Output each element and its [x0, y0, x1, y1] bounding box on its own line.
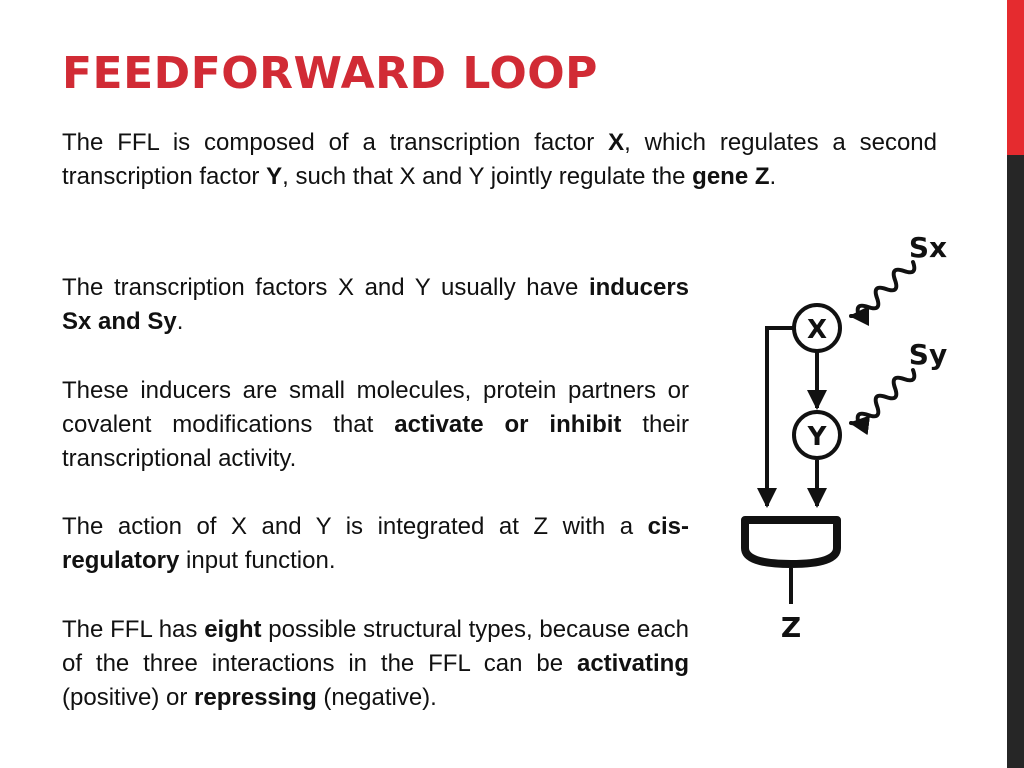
p1-text-1: The transcription factors X and Y usuall…: [62, 274, 589, 301]
node-x-circle: [792, 303, 842, 353]
intro-bold-x: X: [608, 129, 625, 156]
accent-bar-top: [1007, 0, 1024, 155]
slide-title: FEEDFORWARD LOOP: [62, 48, 598, 99]
paragraph-structural-types: The FFL has eight possible structural ty…: [62, 613, 689, 715]
node-x-label: X: [807, 315, 827, 345]
p1-bold-1: inducers Sx and Sy: [62, 274, 689, 335]
intro-text-1: The FFL is composed of a transcription f…: [62, 129, 609, 156]
intro-text-4: .: [769, 163, 777, 190]
p2-text-1: These inducers are small molecules, prot…: [62, 377, 689, 438]
accent-bar-bottom: [1007, 155, 1024, 768]
inducer-sx-wave: [849, 260, 917, 326]
p2-bold-1: activate or inhibit: [394, 411, 622, 438]
p3-bold-1: cis-regulatory: [62, 513, 689, 574]
intro-bold-gene-z: gene Z: [692, 163, 770, 190]
p3-text-1: The action of X and Y is integrated at Z…: [62, 513, 648, 540]
p2-text-2: their transcriptional activity.: [62, 411, 690, 472]
paragraph-integration: The action of X and Y is integrated at Z…: [62, 510, 689, 578]
output-z-label: Z: [781, 611, 801, 644]
p4-text-3: (positive) or: [62, 684, 195, 711]
paragraph-inducer-types: These inducers are small molecules, prot…: [62, 374, 689, 476]
p3-text-2: input function.: [179, 547, 336, 574]
input-function-gate: [741, 516, 841, 568]
inducer-sx-label: Sx: [909, 231, 947, 264]
intro-text-2: , which regulates a second transcription…: [62, 129, 937, 190]
p4-text-4: (negative).: [316, 684, 437, 711]
p4-text-1: The FFL has: [62, 616, 205, 643]
edge-x-to-z-path: [757, 326, 793, 508]
p1-text-2: .: [176, 308, 184, 335]
intro-paragraph: The FFL is composed of a transcription f…: [62, 126, 937, 194]
node-y-label: Y: [807, 422, 828, 452]
paragraph-inducers: The transcription factors X and Y usuall…: [62, 271, 689, 339]
p4-bold-2: activating: [576, 650, 689, 677]
node-y-circle: [792, 410, 842, 460]
p4-bold-1: eight: [204, 616, 262, 643]
ffl-diagram: X Y Sx Sy Z: [741, 231, 947, 644]
p4-text-2: possible structural types, because each …: [62, 616, 689, 677]
intro-text-3: , such that X and Y jointly regulate the: [282, 163, 693, 190]
p4-bold-3: repressing: [194, 684, 317, 711]
intro-bold-y: Y: [266, 163, 283, 190]
inducer-sy-wave: [849, 368, 917, 436]
inducer-sy-label: Sy: [909, 338, 947, 371]
